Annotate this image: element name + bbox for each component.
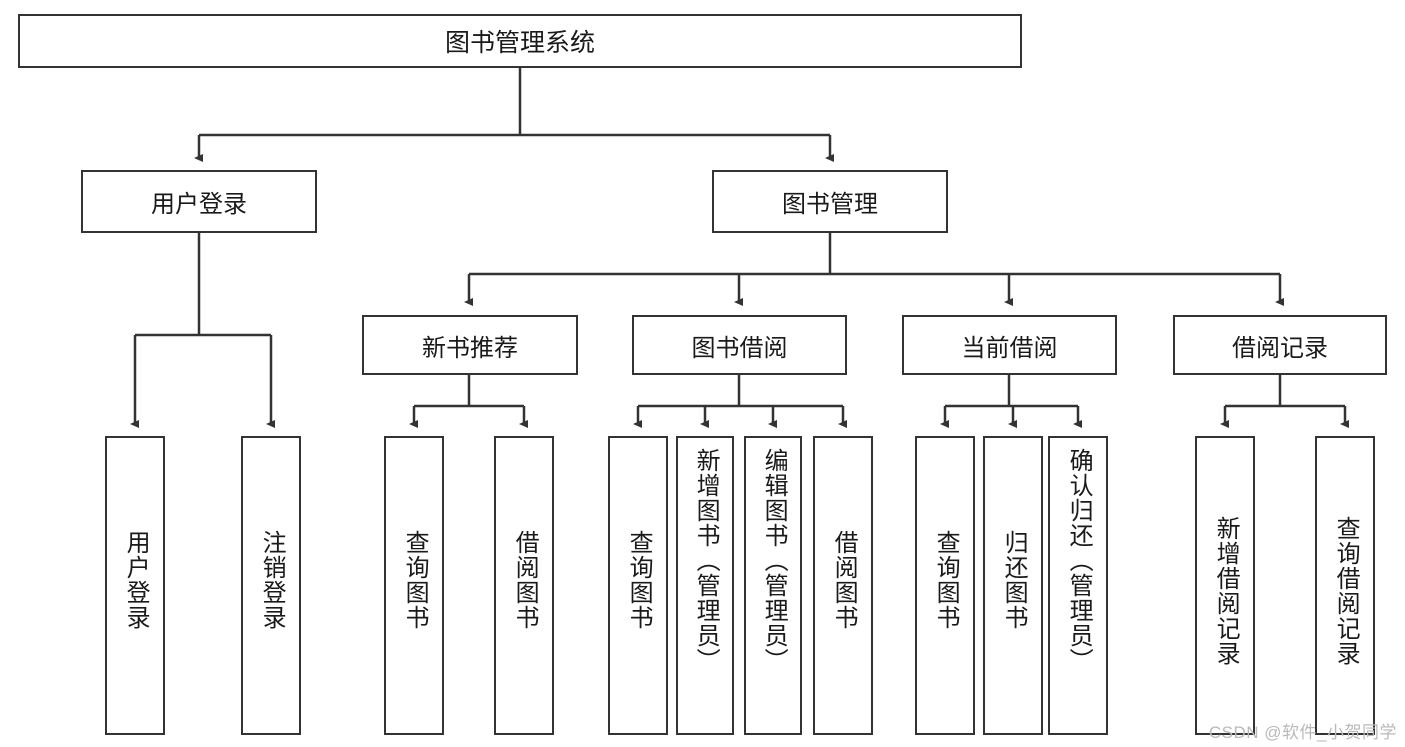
leaf-label: 新增借阅记录 — [1212, 516, 1240, 666]
leaf-current-borrow-confirm-return[interactable]: 确认归还（管理员） — [1048, 436, 1108, 735]
leaf-label: 新增图书（管理员） — [692, 448, 720, 673]
leaf-book-borrow-query[interactable]: 查询图书 — [608, 436, 668, 735]
leaf-label: 借阅图书 — [511, 530, 539, 630]
node-new-book-recommend[interactable]: 新书推荐 — [362, 315, 578, 375]
node-label: 当前借阅 — [961, 334, 1058, 362]
node-book-borrow[interactable]: 图书借阅 — [632, 315, 847, 375]
leaf-label: 编辑图书（管理员） — [760, 448, 788, 673]
node-label: 新书推荐 — [422, 334, 518, 362]
node-label: 图书借阅 — [691, 334, 788, 362]
leaf-current-borrow-return[interactable]: 归还图书 — [983, 436, 1043, 735]
node-label: 用户登录 — [151, 191, 247, 218]
leaf-borrow-record-query[interactable]: 查询借阅记录 — [1315, 436, 1375, 735]
leaf-label: 查询图书 — [932, 530, 960, 630]
leaf-current-borrow-query[interactable]: 查询图书 — [915, 436, 975, 735]
node-label: 图书管理 — [782, 191, 878, 218]
leaf-book-borrow-borrow[interactable]: 借阅图书 — [813, 436, 873, 735]
leaf-new-book-query[interactable]: 查询图书 — [384, 436, 444, 735]
leaf-borrow-record-add[interactable]: 新增借阅记录 — [1195, 436, 1255, 735]
leaf-new-book-borrow[interactable]: 借阅图书 — [494, 436, 554, 735]
node-label: 借阅记录 — [1232, 334, 1328, 362]
node-user-login[interactable]: 用户登录 — [81, 170, 317, 233]
leaf-label: 用户登录 — [122, 530, 150, 630]
node-label: 图书管理系统 — [444, 29, 595, 57]
leaf-label: 查询图书 — [401, 530, 429, 630]
leaf-user-login-login[interactable]: 用户登录 — [105, 436, 165, 735]
leaf-label: 确认归还（管理员） — [1065, 448, 1093, 673]
leaf-label: 注销登录 — [258, 530, 286, 630]
leaf-label: 归还图书 — [1000, 530, 1028, 630]
leaf-book-borrow-add[interactable]: 新增图书（管理员） — [676, 436, 734, 735]
leaf-book-borrow-edit[interactable]: 编辑图书（管理员） — [744, 436, 802, 735]
node-borrow-record[interactable]: 借阅记录 — [1173, 315, 1387, 375]
leaf-label: 借阅图书 — [830, 530, 858, 630]
leaf-label: 查询借阅记录 — [1332, 516, 1360, 666]
leaf-user-login-logout[interactable]: 注销登录 — [241, 436, 301, 735]
node-root-system[interactable]: 图书管理系统 — [18, 14, 1022, 68]
leaf-label: 查询图书 — [625, 530, 653, 630]
node-book-management[interactable]: 图书管理 — [712, 170, 948, 233]
node-current-borrow[interactable]: 当前借阅 — [902, 315, 1117, 375]
